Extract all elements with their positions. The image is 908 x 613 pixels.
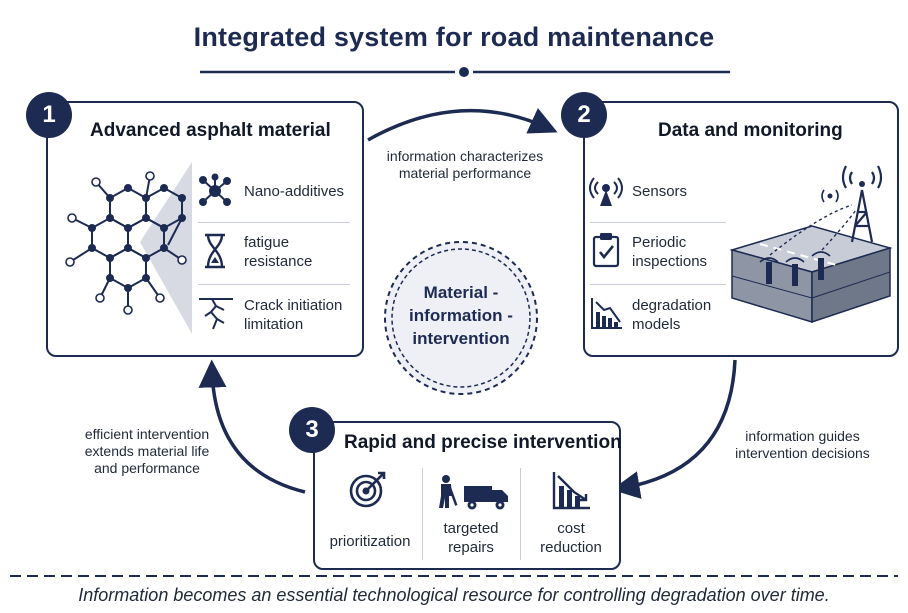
center-label: Material - information - intervention: [409, 283, 513, 348]
hourglass-icon: [205, 233, 225, 269]
arrow-intervention-to-material: [198, 359, 306, 494]
prioritization-label: prioritization: [329, 533, 411, 550]
cost-reduction-label: cost reduction: [540, 520, 602, 556]
panel1-title: Advanced asphalt material: [90, 120, 331, 141]
arrow-label-left: efficient intervention extends material …: [84, 426, 210, 476]
arrow-data-to-intervention: [611, 359, 737, 499]
panel3-divider-2: [520, 468, 521, 560]
panel-data-monitoring: [583, 101, 899, 357]
nano-additives-icon: [199, 173, 231, 206]
panel2-divider-2: [590, 284, 726, 285]
degradation-chart-icon: [591, 298, 622, 329]
arrow-label-top: information characterizes material perfo…: [386, 148, 544, 181]
footer-caption: Information becomes an essential technol…: [78, 585, 830, 605]
panel3-divider-1: [422, 468, 423, 560]
sensor-icon: [589, 177, 623, 206]
panel1-divider-1: [198, 222, 350, 223]
sensors-label: Sensors: [632, 183, 688, 200]
panel1-divider-2: [198, 284, 350, 285]
panel2-number-badge: 2: [561, 92, 607, 138]
crack-initiation-label: Crack initiation limitation: [244, 297, 343, 333]
arrow-label-right: information guides intervention decision…: [735, 428, 870, 461]
nano-additives-label: Nano-additives: [244, 183, 345, 200]
panel1-number-badge: 1: [26, 92, 72, 138]
panel2-title: Data and monitoring: [658, 120, 843, 141]
panel3-number-badge: 3: [289, 407, 335, 453]
target-icon: [349, 471, 386, 508]
arrow-material-to-data: [367, 108, 558, 142]
crack-icon: [199, 298, 233, 330]
fatigue-resistance-label: fatigue resistance: [244, 234, 313, 270]
worker-truck-icon: [439, 475, 508, 510]
targeted-repairs-label: targeted repairs: [443, 520, 499, 556]
clipboard-check-icon: [592, 233, 620, 268]
panel3-title: Rapid and precise intervention: [344, 432, 622, 453]
periodic-inspections-label: Periodic inspections: [632, 234, 708, 270]
panel2-divider-1: [590, 222, 726, 223]
cost-chart-icon: [552, 472, 590, 510]
panel-advanced-asphalt: [46, 101, 364, 357]
page-title: Integrated system for road maintenance: [193, 22, 715, 52]
degradation-models-label: degradation models: [632, 297, 712, 333]
